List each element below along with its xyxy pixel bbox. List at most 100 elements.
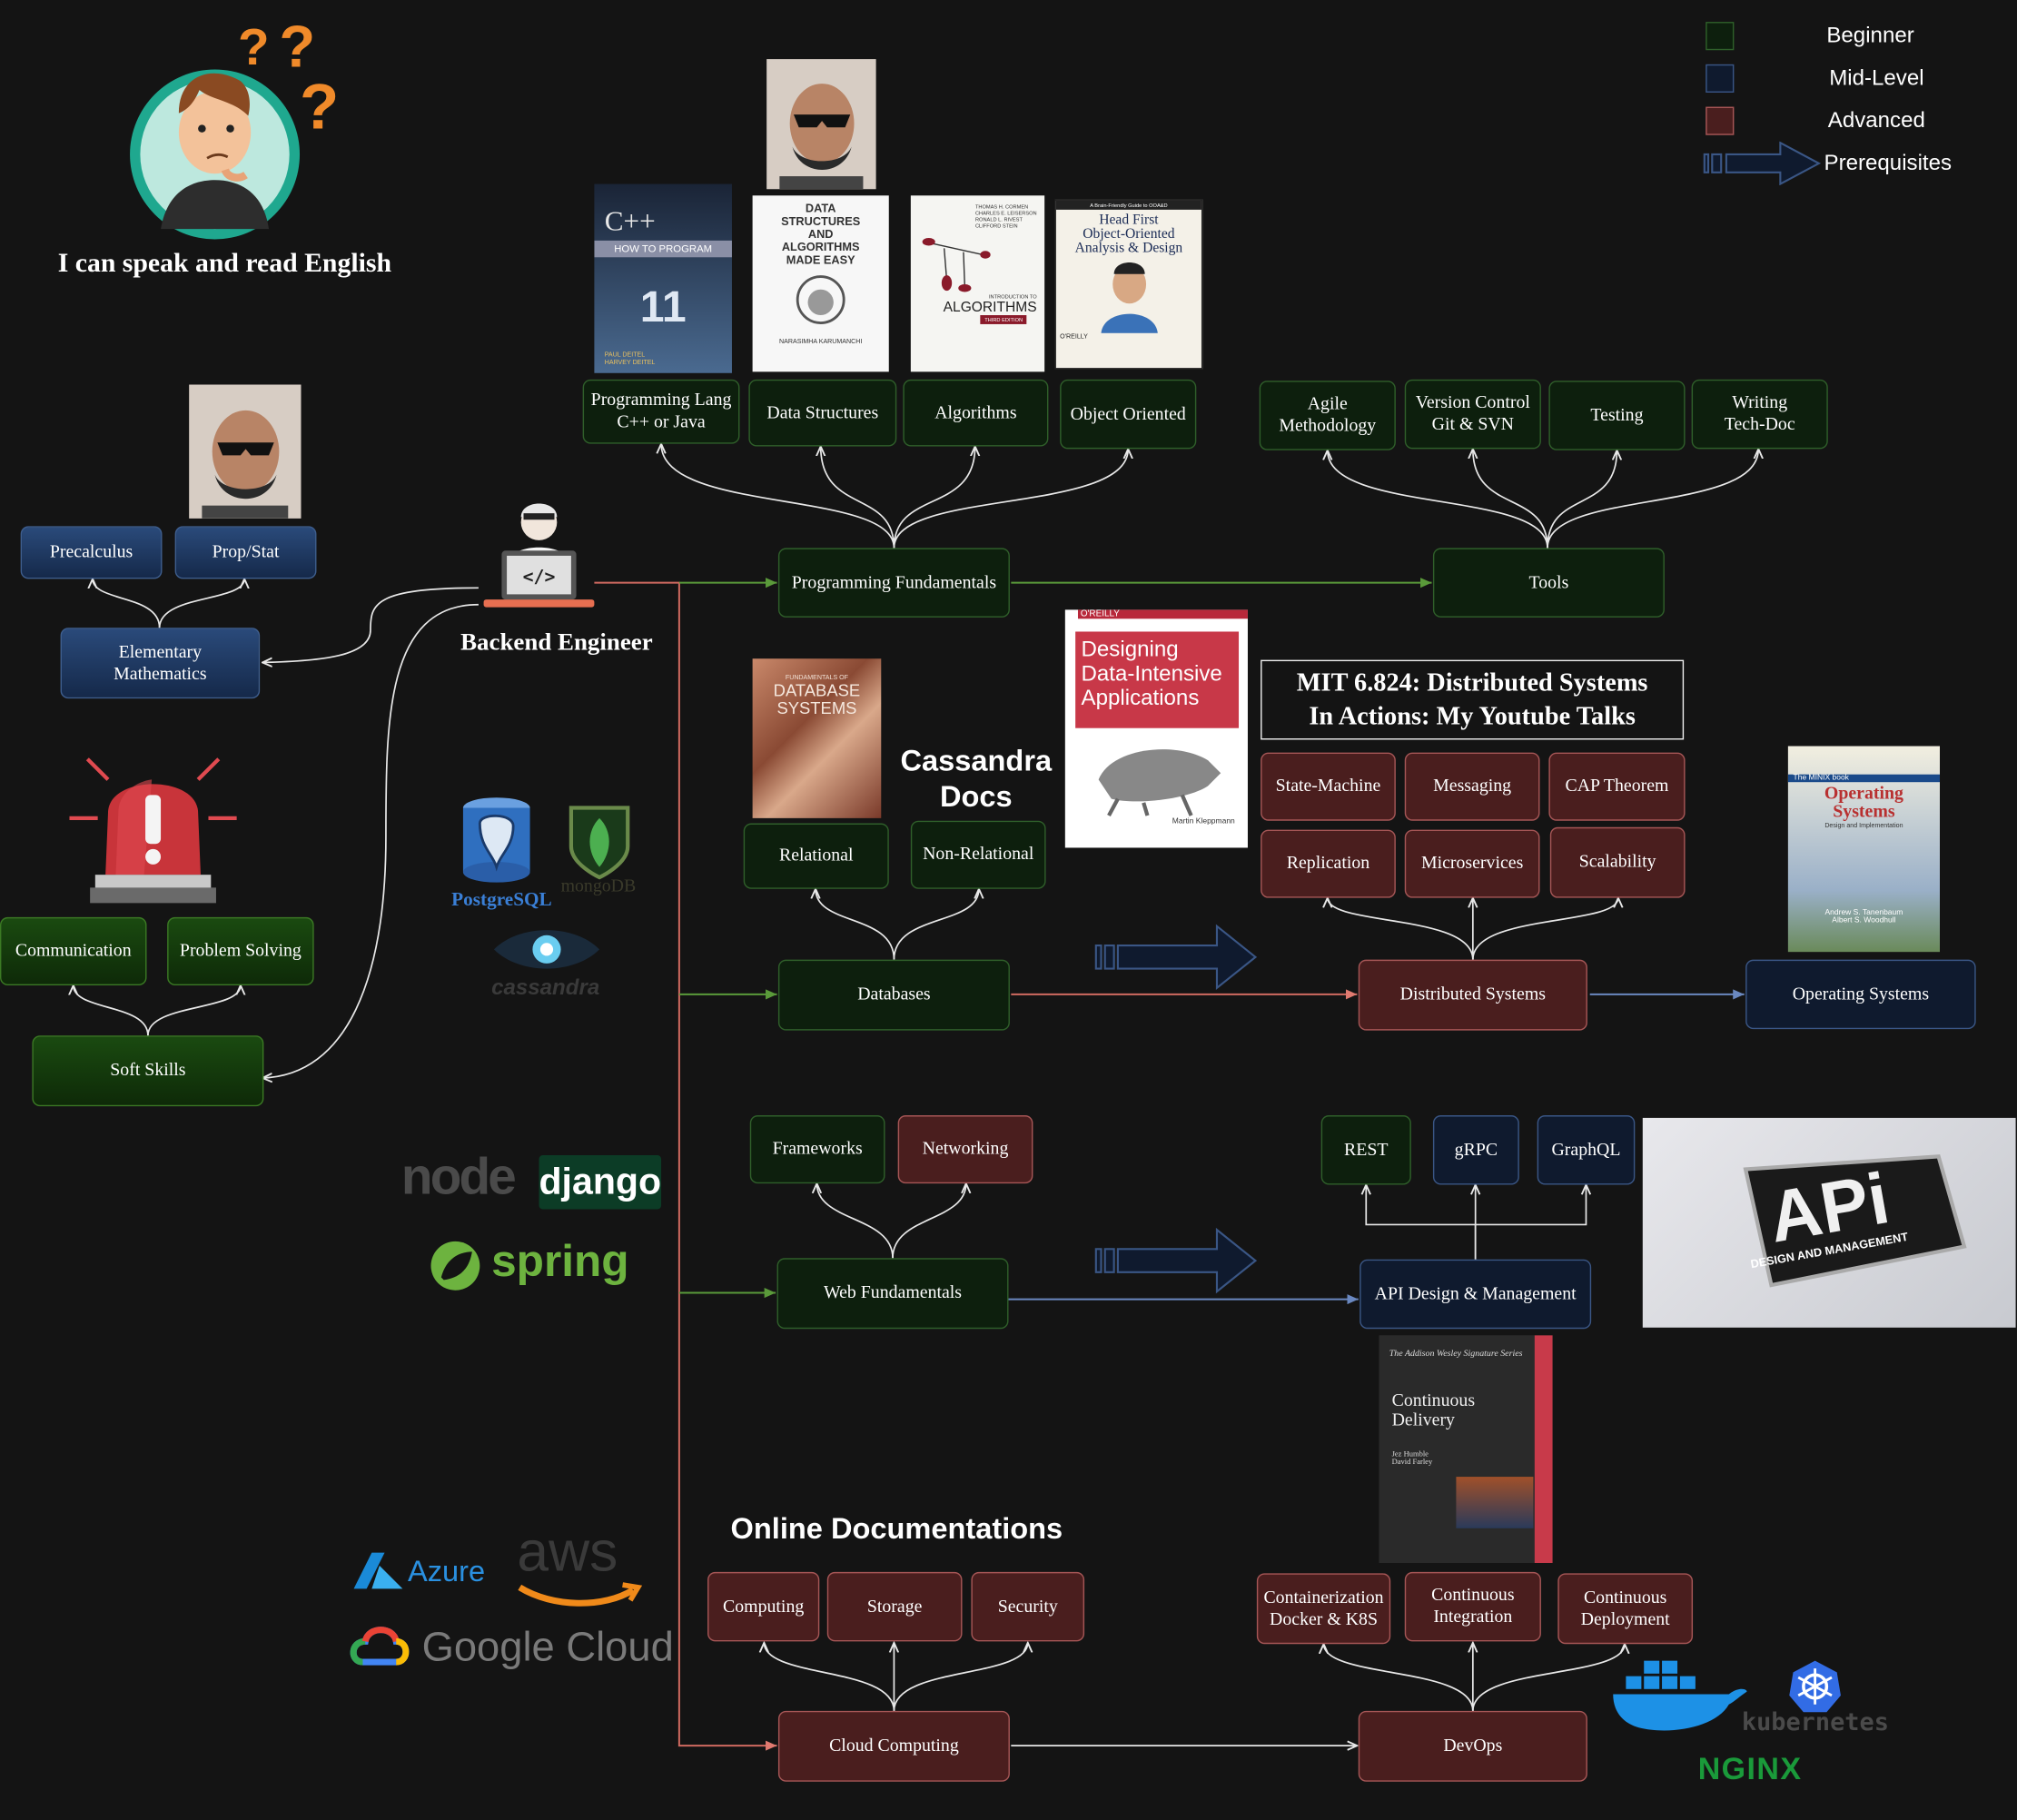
node-writing-tech-doc[interactable]: Writing Tech-Doc [1691, 379, 1828, 450]
node-cap-theorem[interactable]: CAP Theorem [1548, 752, 1686, 821]
node-api-design[interactable]: API Design & Management [1359, 1259, 1592, 1330]
node-microservices[interactable]: Microservices [1404, 829, 1540, 898]
node-continuous-integration[interactable]: Continuous Integration [1404, 1571, 1541, 1642]
django-logo: django [539, 1154, 661, 1210]
node-continuous-deployment[interactable]: Continuous Deployment [1557, 1573, 1694, 1645]
book-continuous-delivery: The Addison Wesley Signature Series Cont… [1379, 1335, 1553, 1563]
aws-logo: aws [517, 1520, 618, 1584]
english-caption: I can speak and read English [57, 246, 391, 278]
alarm-siren-icon [69, 757, 237, 904]
node-version-control[interactable]: Version Control Git & SVN [1404, 379, 1541, 450]
mobile-sculpture-icon [922, 238, 991, 292]
book-dbs-title: DATABASE SYSTEMS [773, 680, 861, 718]
node-storage[interactable]: Storage [826, 1571, 963, 1642]
azure-logo: Azure [408, 1554, 486, 1588]
book-designing-data-intensive-applications: O'REILLY Designing Data-Intensive Applic… [1064, 609, 1248, 848]
docker-whale-icon [1613, 1660, 1747, 1731]
legend-beginner-label: Beginner [1826, 23, 1914, 48]
kubernetes-logo: kubernetes [1741, 1708, 1889, 1737]
node-graphql[interactable]: GraphQL [1537, 1115, 1636, 1185]
google-cloud-logo: Google Cloud [421, 1623, 674, 1670]
node-computing[interactable]: Computing [707, 1571, 820, 1642]
node-web-fundamentals[interactable]: Web Fundamentals [776, 1258, 1009, 1330]
node-algorithms[interactable]: Algorithms [903, 379, 1049, 447]
svg-text:?: ? [300, 72, 339, 143]
author-avatar [766, 59, 876, 190]
online-documentations-title: Online Documentations [730, 1511, 1063, 1546]
node-programming-lang[interactable]: Programming Lang C++ or Java [582, 379, 740, 444]
node-replication[interactable]: Replication [1261, 829, 1396, 898]
node-agile-methodology[interactable]: Agile Methodology [1259, 381, 1396, 450]
book-ds-author: NARASIMHA KARUMANCHI [779, 338, 863, 347]
lion-icon [796, 275, 845, 324]
postgresql-logo: PostgreSQL [451, 890, 552, 911]
laptop-code-icon: </> [483, 503, 595, 608]
cassandra-docs-title: Cassandra Docs [900, 743, 1053, 814]
book-clrs-authors: THOMAS H. CORMEN CHARLES E. LEISERSON RO… [974, 203, 1037, 230]
node-programming-fundamentals[interactable]: Programming Fundamentals [777, 548, 1010, 618]
book-operating-systems-minix: The MINIX book Operating Systems Design … [1787, 746, 1941, 953]
node-security[interactable]: Security [971, 1571, 1085, 1642]
node-operating-systems[interactable]: Operating Systems [1745, 959, 1976, 1030]
azure-icon [353, 1552, 403, 1589]
node-messaging[interactable]: Messaging [1404, 752, 1540, 821]
mongodb-icon [569, 806, 630, 880]
person-photo-icon [1100, 262, 1158, 333]
backend-engineer-title: Backend Engineer [460, 628, 653, 657]
api-design-image: APi DESIGN AND MANAGEMENT [1642, 1117, 2016, 1328]
node-state-machine[interactable]: State-Machine [1261, 752, 1396, 821]
legend-mid-swatch [1706, 64, 1735, 93]
node-databases[interactable]: Databases [777, 959, 1010, 1031]
nginx-logo: NGINX [1697, 1752, 1803, 1787]
node-non-relational[interactable]: Non-Relational [910, 820, 1046, 889]
node-object-oriented[interactable]: Object Oriented [1060, 379, 1197, 450]
prerequisite-arrow-icon [1703, 141, 1822, 185]
node-frameworks[interactable]: Frameworks [749, 1115, 885, 1184]
node-problem-solving[interactable]: Problem Solving [167, 916, 314, 986]
node-grpc[interactable]: gRPC [1432, 1115, 1519, 1185]
node-containerization[interactable]: Containerization Docker & K8S [1256, 1573, 1391, 1645]
kubernetes-icon [1789, 1660, 1841, 1713]
legend-advanced-swatch [1706, 106, 1735, 135]
node-precalculus[interactable]: Precalculus [20, 526, 163, 579]
book-cd-title: Continuous Delivery [1391, 1391, 1476, 1431]
node-soft-skills[interactable]: Soft Skills [32, 1035, 264, 1107]
book-ooad-title: Head First Object-Oriented Analysis & De… [1074, 212, 1183, 256]
node-cloud-computing[interactable]: Cloud Computing [777, 1710, 1010, 1782]
legend-advanced-label: Advanced [1827, 107, 1925, 133]
book-minix-top: The MINIX book [1787, 774, 1941, 783]
node-devops[interactable]: DevOps [1358, 1710, 1587, 1782]
boar-icon [1098, 749, 1221, 817]
confused-person-icon: ? ? ? [130, 14, 339, 240]
svg-text:?: ? [279, 14, 315, 80]
node-relational[interactable]: Relational [743, 823, 889, 889]
node-testing[interactable]: Testing [1548, 381, 1686, 450]
legend-beginner-swatch [1706, 22, 1735, 51]
book-ddia-title: Designing Data-Intensive Applications [1074, 631, 1239, 728]
node-scalability[interactable]: Scalability [1549, 826, 1686, 898]
cassandra-eye-icon [493, 930, 600, 969]
aws-smile-icon [518, 1582, 643, 1607]
node-prop-stat[interactable]: Prop/Stat [174, 526, 317, 579]
spring-leaf-icon [430, 1241, 480, 1291]
book-minix-title: Operating Systems [1824, 785, 1903, 823]
book-clrs-sub: INTRODUCTION TO [988, 292, 1037, 301]
prerequisite-arrow-icon [1094, 924, 1258, 991]
legend-mid-label: Mid-Level [1829, 65, 1924, 91]
book-cpp-subtitle: HOW TO PROGRAM [594, 240, 732, 258]
mit-course-title: MIT 6.824: Distributed Systems In Action… [1261, 659, 1685, 740]
book-cpp-authors: PAUL DEITEL HARVEY DEITEL [604, 351, 656, 367]
book-dbs-top: FUNDAMENTALS OF [785, 674, 849, 682]
node-distributed-systems[interactable]: Distributed Systems [1358, 959, 1587, 1031]
book-ds-title: DATA STRUCTURES AND ALGORITHMS MADE EASY [781, 202, 861, 267]
node-tools[interactable]: Tools [1432, 548, 1665, 618]
node-data-structures[interactable]: Data Structures [748, 379, 897, 447]
node-rest[interactable]: REST [1320, 1115, 1411, 1185]
node-elementary-mathematics[interactable]: Elementary Mathematics [60, 628, 261, 699]
node-communication[interactable]: Communication [0, 916, 147, 986]
legend-prerequisites-label: Prerequisites [1824, 150, 1953, 175]
book-cpp-how-to-program: C++ HOW TO PROGRAM 11 PAUL DEITEL HARVEY… [594, 183, 732, 373]
node-networking[interactable]: Networking [897, 1115, 1033, 1184]
book-clrs-edition: THIRD EDITION [980, 315, 1027, 324]
